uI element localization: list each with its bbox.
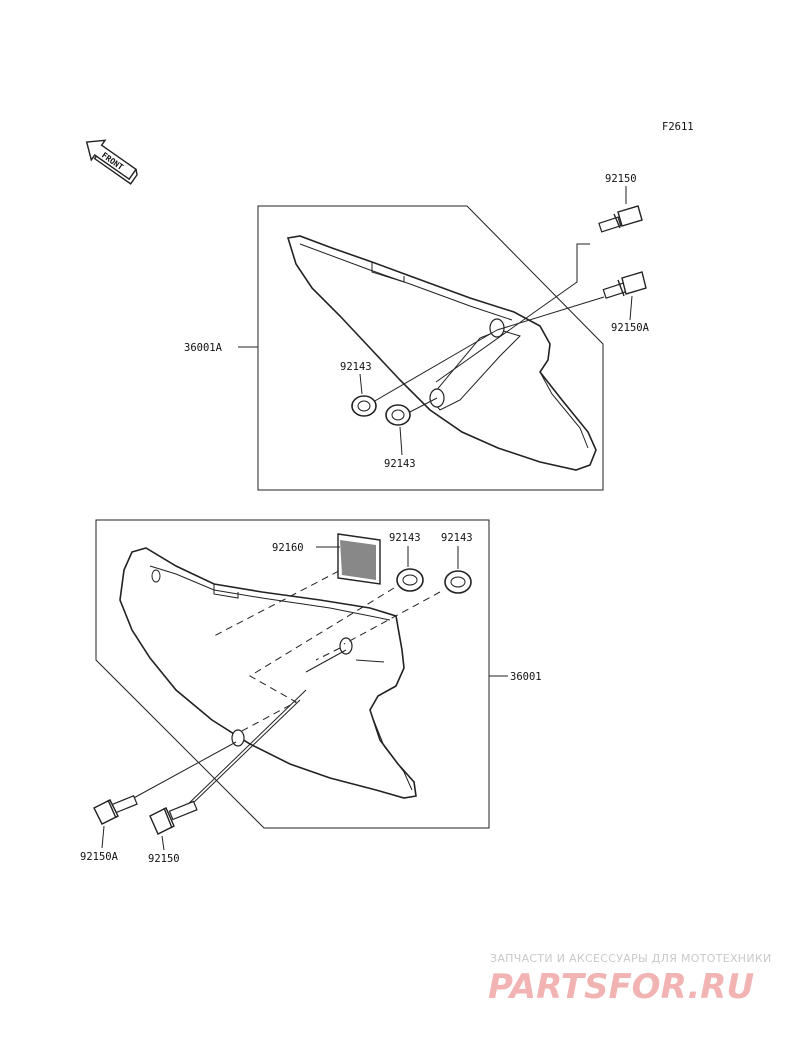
label-36001A: 36001A	[184, 342, 223, 354]
label-92150A-bottom: 92150A	[80, 851, 119, 863]
pad-icon	[337, 533, 381, 585]
lower-side-cover	[119, 547, 417, 799]
label-36001: 36001	[510, 671, 542, 683]
label-92143-left: 92143	[389, 532, 421, 544]
lower-group-frame	[95, 519, 490, 829]
grommet-icon	[385, 404, 411, 426]
watermark-logo: PARTSFOR.RU	[488, 967, 754, 1007]
label-92150-bottom: 92150	[148, 853, 180, 865]
upper-group-frame	[257, 205, 604, 491]
grommet-icon	[396, 568, 424, 592]
bolt-icon	[149, 800, 198, 835]
label-92143-upper: 92143	[340, 361, 372, 373]
figure-code: F2611	[662, 121, 694, 133]
label-92143-lower: 92143	[384, 458, 416, 470]
watermark: ЗАПЧАСТИ И АКСЕССУАРЫ ДЛЯ МОТОТЕХНИКИ PA…	[488, 952, 772, 1007]
label-92150A-right: 92150A	[611, 322, 650, 334]
front-arrow-icon: FRONT	[85, 139, 138, 185]
upper-side-cover	[286, 235, 597, 471]
upper-side-cover-group: 36001A 92150 92150A	[184, 173, 650, 491]
watermark-tagline: ЗАПЧАСТИ И АКСЕССУАРЫ ДЛЯ МОТОТЕХНИКИ	[490, 952, 772, 965]
grommet-icon	[444, 570, 472, 594]
bolt-icon	[602, 271, 647, 299]
label-92143-right: 92143	[441, 532, 473, 544]
bolt-icon	[93, 795, 138, 825]
bolt-icon	[598, 205, 643, 233]
grommet-icon	[351, 395, 377, 417]
label-92160: 92160	[272, 542, 304, 554]
lower-side-cover-group: 36001 92160 92143 921	[80, 519, 542, 865]
label-92150-top: 92150	[605, 173, 637, 185]
